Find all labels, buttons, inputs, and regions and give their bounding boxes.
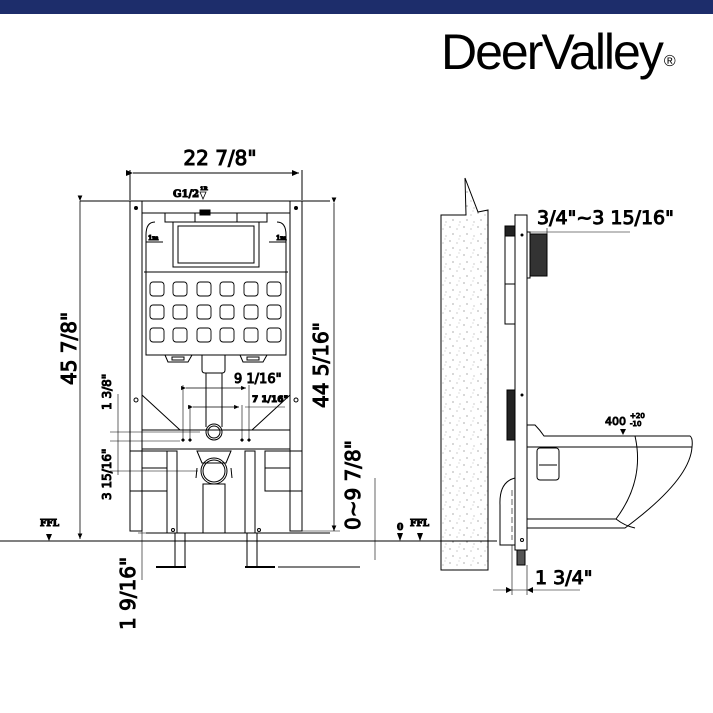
water-inlet-label: G1/2	[173, 189, 199, 200]
plate-offset-label: 3/4"~3 15/16"	[537, 207, 674, 229]
side-floor-label: FFL	[410, 519, 430, 529]
bowl-tolerance-minus: -10	[630, 420, 641, 428]
front-view: 22 7/8" G1/2 1R 1m 1m	[0, 146, 430, 631]
registered-mark: ®	[663, 53, 676, 70]
front-floor-label: FFL	[40, 519, 60, 529]
bolt-to-pipe-height: 1 3/8"	[100, 374, 114, 410]
floor-marker-icon	[46, 534, 52, 541]
foot-adjust-label: 1 9/16"	[116, 557, 140, 630]
water-level-right: 1m	[276, 235, 287, 242]
side-view: 3/4"~3 15/16" 400 +20 -10 1 3/4"	[420, 177, 693, 595]
brand-logo: DeerValley®	[441, 22, 676, 82]
bowl-height-label: 400	[605, 415, 626, 428]
bowl-tolerance-plus: +20	[630, 412, 645, 420]
bolt-spacing-outer: 9 1/16"	[234, 372, 282, 387]
water-level-left: 1m	[148, 235, 159, 242]
toilet-bowl	[527, 446, 693, 529]
frame-height-label: 44 5/16"	[309, 322, 333, 408]
cistern-ribs	[149, 281, 282, 343]
bolt-spacing-inner: 7 1/16"	[252, 395, 288, 405]
inlet-arrow-label: 1R	[200, 186, 208, 192]
wall-section	[440, 177, 489, 571]
zero-label: 0	[397, 523, 403, 533]
overall-height-label: 45 7/8"	[57, 312, 81, 385]
brand-name: DeerValley	[441, 24, 664, 80]
frame-depth-label: 1 3/4"	[535, 567, 592, 589]
inlet-arrow-icon	[199, 191, 207, 201]
toilet-seat	[527, 424, 693, 448]
height-adjust-label: 0~9 7/8"	[341, 440, 365, 530]
overall-width-label: 22 7/8"	[183, 146, 256, 170]
brand-color-bar	[0, 0, 713, 14]
pipe-to-outlet-height: 3 15/16"	[100, 448, 114, 500]
